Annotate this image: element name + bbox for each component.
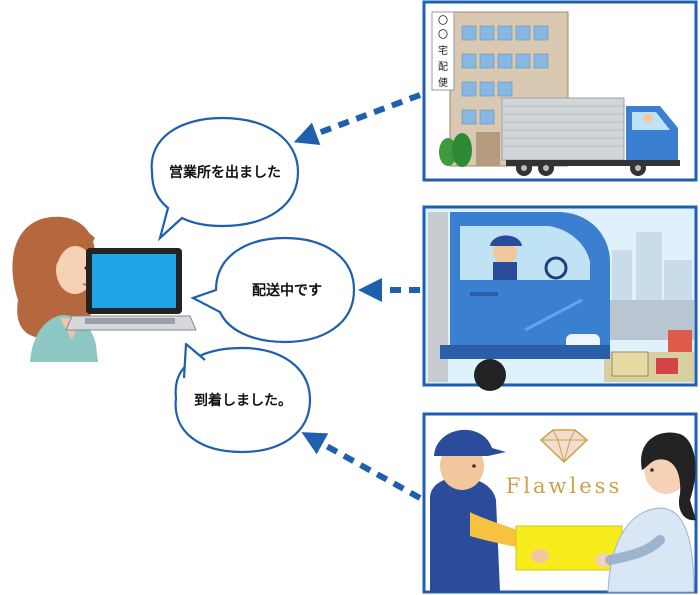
bubble-departed: 営業所を出ました xyxy=(150,116,300,242)
panel-arrived-handover: Flawless xyxy=(422,412,698,594)
diamond-logo-icon xyxy=(539,429,589,464)
office-sign: 〇 〇 宅 配 便 xyxy=(438,15,448,89)
svg-text:宅: 宅 xyxy=(438,44,448,57)
panel-in-transit xyxy=(422,205,698,391)
bubble-departed-text: 営業所を出ました xyxy=(169,164,281,181)
bubble-in-transit: 配送中です xyxy=(190,236,356,344)
bubble-arrived-text: 到着しました。 xyxy=(194,392,292,409)
bubble-arrived: 到着しました。 xyxy=(174,342,312,454)
svg-text:便: 便 xyxy=(438,76,448,89)
svg-text:〇: 〇 xyxy=(438,29,448,41)
brand-name: Flawless xyxy=(506,474,622,498)
svg-text:配: 配 xyxy=(438,61,448,73)
arrow-from-handover xyxy=(301,432,422,501)
arrow-from-office xyxy=(293,92,422,146)
svg-text:〇: 〇 xyxy=(438,15,448,27)
bubble-in-transit-text: 配送中です xyxy=(252,282,322,299)
panel-office-departure: 〇 〇 宅 配 便 xyxy=(422,0,698,182)
customer-with-laptop-illustration xyxy=(12,216,197,362)
